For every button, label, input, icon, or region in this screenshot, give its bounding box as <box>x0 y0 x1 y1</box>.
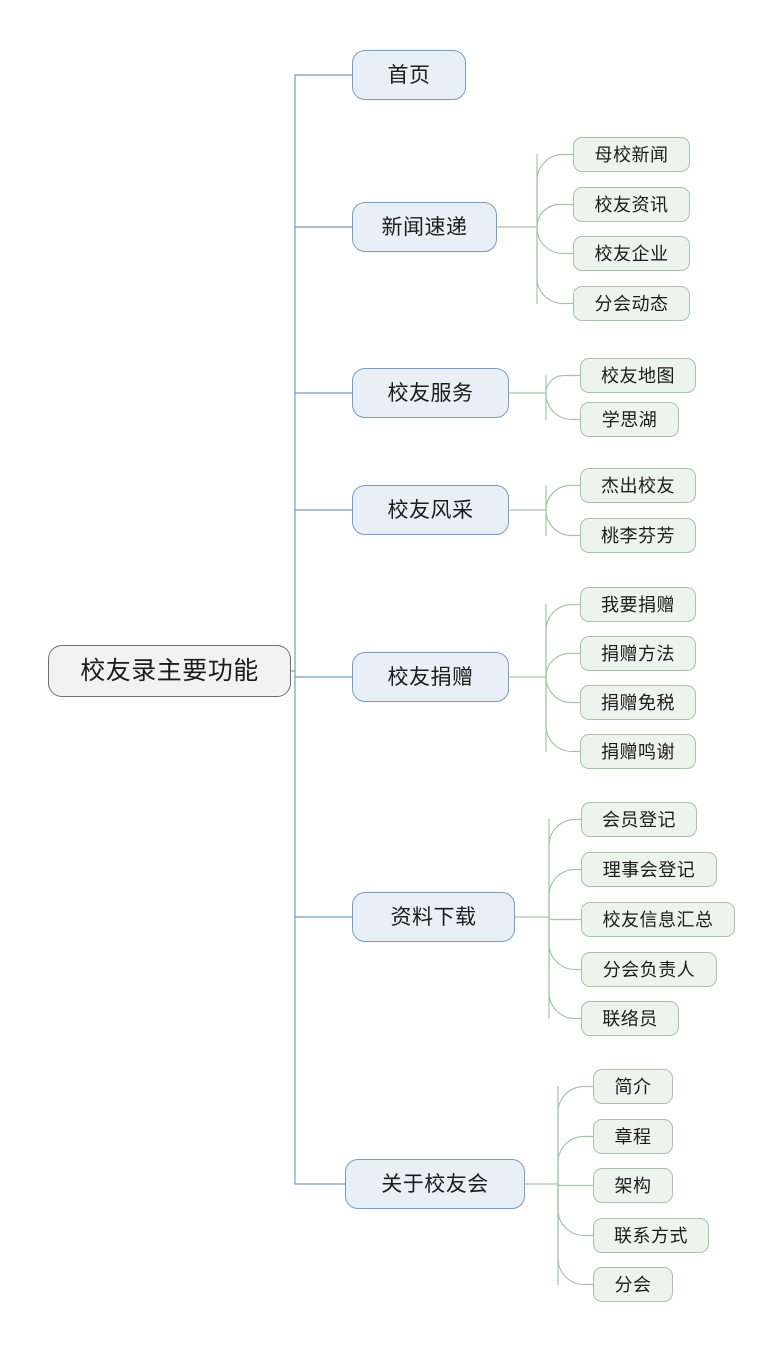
leaf-node-5-3[interactable]: 捐赠免税 <box>580 685 696 720</box>
connector-level2-5-2 <box>548 916 582 921</box>
connector-level2-2-0 <box>545 374 581 394</box>
leaf-node-2-2[interactable]: 校友资讯 <box>573 187 690 222</box>
branch-node-5-label: 校友捐赠 <box>387 665 474 689</box>
connector-level2-6-0 <box>557 1085 594 1185</box>
root-node[interactable]: 校友录主要功能 <box>48 645 291 697</box>
leaf-node-4-1[interactable]: 杰出校友 <box>580 468 696 503</box>
leaf-node-4-2-label: 桃李芬芳 <box>601 525 675 546</box>
leaf-node-7-4[interactable]: 联系方式 <box>593 1218 709 1253</box>
branch-node-1[interactable]: 首页 <box>352 50 466 100</box>
root-node-label: 校友录主要功能 <box>80 656 259 685</box>
leaf-node-7-2[interactable]: 章程 <box>593 1119 673 1154</box>
leaf-node-6-2[interactable]: 理事会登记 <box>581 852 717 887</box>
leaf-node-3-1[interactable]: 校友地图 <box>580 358 696 393</box>
leaf-node-6-4[interactable]: 分会负责人 <box>581 952 717 987</box>
branch-node-3-label: 校友服务 <box>387 381 474 405</box>
connector-level2-4-1 <box>545 652 581 678</box>
leaf-node-3-1-label: 校友地图 <box>601 365 675 386</box>
connector-level2-4-2 <box>545 676 581 704</box>
leaf-node-5-4[interactable]: 捐赠鸣谢 <box>580 734 696 769</box>
branch-node-5[interactable]: 校友捐赠 <box>352 652 509 702</box>
connector-level2-1-1 <box>536 203 574 228</box>
connector-level2-1-0 <box>536 153 574 228</box>
leaf-node-5-4-label: 捐赠鸣谢 <box>601 741 675 762</box>
leaf-node-7-5[interactable]: 分会 <box>593 1267 673 1302</box>
leaf-node-7-1[interactable]: 简介 <box>593 1069 673 1104</box>
branch-node-1-label: 首页 <box>387 63 431 87</box>
leaf-node-6-2-label: 理事会登记 <box>602 859 696 880</box>
leaf-node-5-2[interactable]: 捐赠方法 <box>580 636 696 671</box>
leaf-node-6-1[interactable]: 会员登记 <box>581 802 697 837</box>
branch-node-6-label: 资料下载 <box>390 905 477 929</box>
leaf-node-6-5-label: 联络员 <box>602 1008 658 1029</box>
connector-level2-1-2 <box>536 226 574 255</box>
leaf-node-7-2-label: 章程 <box>614 1126 652 1147</box>
leaf-node-3-2[interactable]: 学思湖 <box>580 402 679 437</box>
connector-level2-6-1 <box>557 1135 594 1185</box>
leaf-node-2-1-label: 母校新闻 <box>594 144 669 165</box>
branch-node-3[interactable]: 校友服务 <box>352 368 509 418</box>
leaf-node-3-2-label: 学思湖 <box>601 409 658 430</box>
connector-level2-2-1 <box>545 392 581 421</box>
leaf-node-6-3[interactable]: 校友信息汇总 <box>581 902 735 937</box>
connector-level2-5-3 <box>548 916 582 971</box>
leaf-node-4-2[interactable]: 桃李芬芳 <box>580 518 696 553</box>
leaf-node-5-1-label: 我要捐赠 <box>601 594 675 615</box>
connector-level2-4-0 <box>545 603 581 678</box>
connector-level2-6-2 <box>557 1183 594 1187</box>
leaf-node-6-4-label: 分会负责人 <box>602 959 696 980</box>
leaf-node-5-3-label: 捐赠免税 <box>601 692 675 713</box>
leaf-node-2-2-label: 校友资讯 <box>594 194 669 215</box>
connector-level2-6-3 <box>557 1183 594 1237</box>
leaf-node-6-1-label: 会员登记 <box>602 809 676 830</box>
leaf-node-2-3[interactable]: 校友企业 <box>573 236 690 271</box>
leaf-node-2-3-label: 校友企业 <box>594 243 669 264</box>
branch-node-2[interactable]: 新闻速递 <box>352 202 497 252</box>
leaf-node-7-5-label: 分会 <box>614 1274 652 1295</box>
connector-level2-3-0 <box>545 484 581 511</box>
branch-node-4-label: 校友风采 <box>387 498 474 522</box>
connector-level2-3-1 <box>545 509 581 537</box>
connector-level2-6-4 <box>557 1183 594 1286</box>
leaf-node-7-3-label: 架构 <box>614 1175 652 1196</box>
branch-node-7[interactable]: 关于校友会 <box>345 1159 525 1209</box>
connector-level2-5-4 <box>548 916 582 1020</box>
connector-level2-5-0 <box>548 818 582 918</box>
leaf-node-2-1[interactable]: 母校新闻 <box>573 137 690 172</box>
leaf-node-7-1-label: 简介 <box>614 1076 652 1097</box>
connector-level2-1-3 <box>536 226 574 305</box>
branch-node-4[interactable]: 校友风采 <box>352 485 509 535</box>
leaf-node-5-2-label: 捐赠方法 <box>601 643 675 664</box>
leaf-node-7-3[interactable]: 架构 <box>593 1168 673 1203</box>
branch-node-7-label: 关于校友会 <box>381 1172 489 1196</box>
branch-node-6[interactable]: 资料下载 <box>352 892 515 942</box>
connector-level2-5-1 <box>548 868 582 918</box>
leaf-node-7-4-label: 联系方式 <box>614 1225 688 1246</box>
leaf-node-2-4-label: 分会动态 <box>594 293 669 314</box>
leaf-node-4-1-label: 杰出校友 <box>601 475 675 496</box>
leaf-node-6-3-label: 校友信息汇总 <box>602 909 714 930</box>
connector-level2-4-3 <box>545 676 581 753</box>
leaf-node-5-1[interactable]: 我要捐赠 <box>580 587 696 622</box>
branch-node-2-label: 新闻速递 <box>381 215 468 239</box>
leaf-node-6-5[interactable]: 联络员 <box>581 1001 679 1036</box>
leaf-node-2-4[interactable]: 分会动态 <box>573 286 690 321</box>
